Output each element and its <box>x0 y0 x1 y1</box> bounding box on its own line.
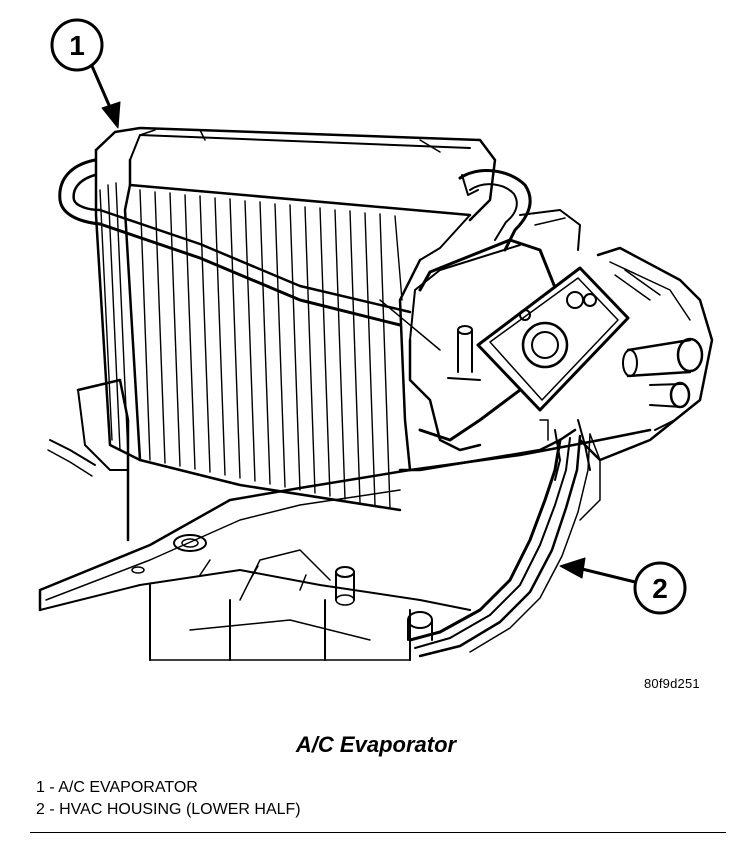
evaporator-illustration: 1 2 <box>38 18 714 661</box>
legend-item-2: 2 - HVAC HOUSING (LOWER HALF) <box>36 801 301 818</box>
figure-code: 80f9d251 <box>644 676 700 691</box>
expansion-valve-block <box>408 209 714 481</box>
callout-1-number: 1 <box>69 30 85 61</box>
callout-2 <box>559 557 687 615</box>
hvac-housing-lower-half <box>38 378 652 661</box>
callout-2-number: 2 <box>652 573 668 604</box>
ac-evaporator-core <box>94 126 497 512</box>
divider-rule <box>30 832 726 833</box>
refrigerant-tube-loop <box>58 158 532 327</box>
figure-caption: A/C Evaporator <box>295 732 457 757</box>
legend: 1 - A/C EVAPORATOR 2 - HVAC HOUSING (LOW… <box>36 777 301 821</box>
legend-item-1: 1 - A/C EVAPORATOR <box>36 779 198 796</box>
callout-1 <box>50 18 121 129</box>
